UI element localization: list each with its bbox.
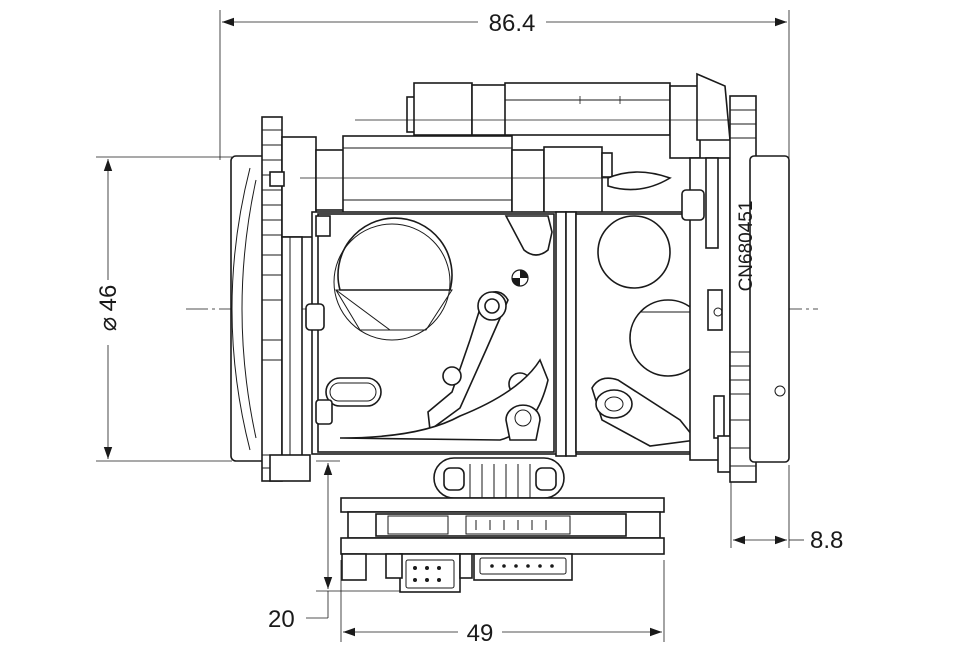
- dimension-overall-width-label: 86.4: [489, 10, 536, 37]
- main-body: [305, 171, 723, 457]
- dimension-diameter: ⌀ 46: [95, 156, 232, 462]
- lens-assembly: [230, 116, 317, 482]
- part-marking-group: CN680451: [736, 201, 757, 292]
- registration-mark: [511, 269, 529, 287]
- dimension-flange-offset-label: 8.8: [810, 527, 843, 554]
- dimension-board-height: 20: [268, 460, 400, 633]
- dimension-diameter-label: 46: [95, 285, 122, 312]
- diameter-symbol: ⌀: [95, 317, 122, 331]
- barrel: [300, 135, 665, 216]
- dimension-flange-offset: 8.8: [730, 465, 843, 554]
- dimension-board-width-label: 49: [467, 620, 494, 647]
- drive-motor: [355, 72, 740, 159]
- ribbon-connector: [433, 457, 565, 499]
- dimension-board-height-label: 20: [268, 606, 295, 633]
- part-marking: CN680451: [736, 201, 757, 292]
- dimension-board-width: 49: [340, 560, 665, 647]
- right-flange: CN680451: [681, 95, 790, 483]
- dimension-overall-width: 86.4: [219, 10, 790, 160]
- circuit-board: [340, 497, 665, 593]
